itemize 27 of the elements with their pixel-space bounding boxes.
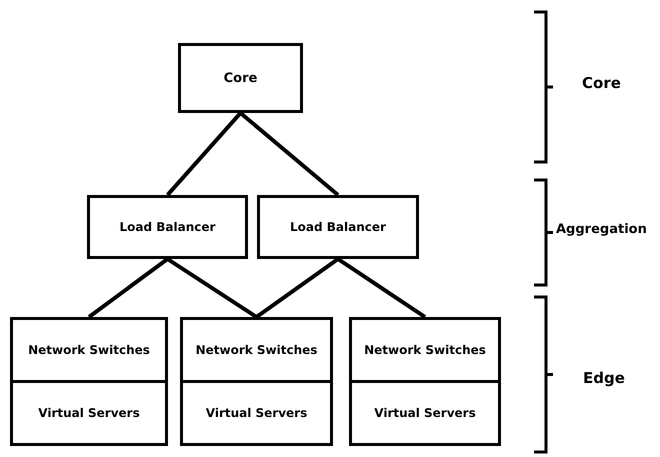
- box-label: Core: [224, 70, 258, 86]
- tier-box: [257, 195, 419, 259]
- tier-label: Edge: [583, 369, 625, 387]
- box-label: Network Switches: [28, 343, 150, 357]
- connector-line: [255, 257, 340, 319]
- box-label: Load Balancer: [120, 220, 216, 234]
- connector-line: [166, 257, 258, 319]
- box-label: Load Balancer: [290, 220, 386, 234]
- tier-label: Core: [582, 74, 621, 92]
- connector-line: [239, 111, 340, 197]
- tier-box: [349, 317, 501, 383]
- box-label: Virtual Servers: [38, 406, 140, 420]
- tier-box: [178, 43, 303, 113]
- tier-box: [87, 195, 248, 259]
- connector-line: [166, 112, 242, 196]
- tier-box: [10, 380, 168, 446]
- connector-line: [336, 257, 426, 319]
- tier-box: [180, 317, 333, 383]
- tier-box: [10, 317, 168, 383]
- box-label: Network Switches: [364, 343, 486, 357]
- box-label: Virtual Servers: [206, 406, 308, 420]
- tier-box: [349, 380, 501, 446]
- tier-box: [180, 380, 333, 446]
- box-label: Virtual Servers: [374, 406, 476, 420]
- connector-line: [88, 257, 169, 319]
- tier-label: Aggregation: [556, 222, 647, 237]
- box-label: Network Switches: [196, 343, 318, 357]
